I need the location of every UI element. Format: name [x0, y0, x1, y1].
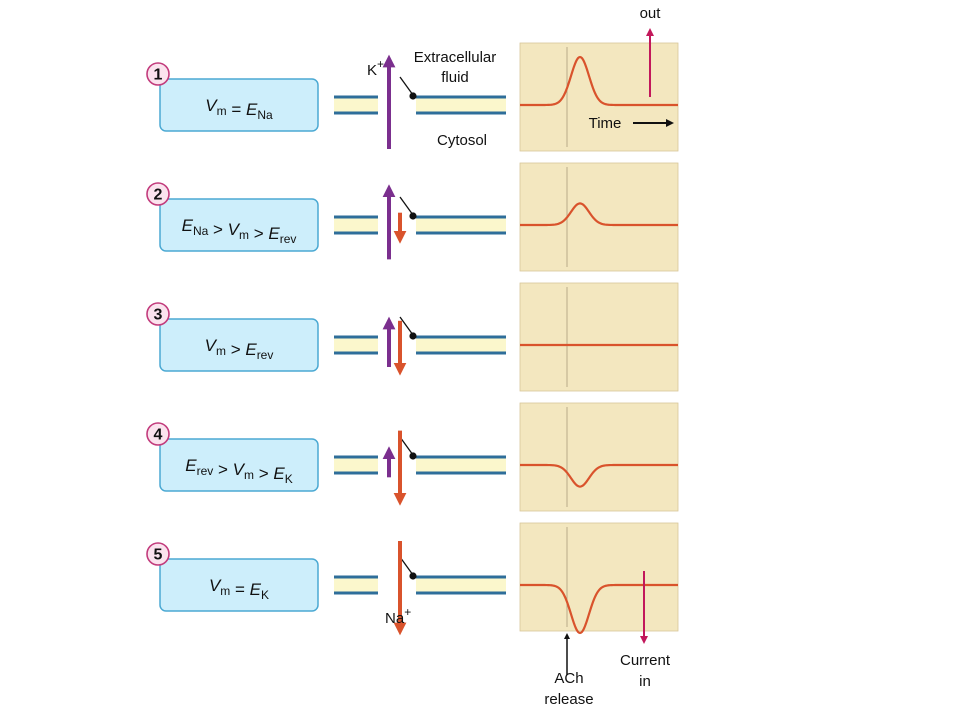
row-1: Vm = ENa 1 — [146, 42, 679, 152]
condition-text: Vm > Erev — [205, 336, 274, 362]
condition-box — [159, 438, 319, 492]
step-badge — [146, 542, 170, 566]
na-ion-label: Na+ — [385, 605, 411, 627]
step-number: 3 — [154, 307, 163, 324]
condition-text: Vm = ENa — [205, 96, 273, 122]
membrane-fill — [334, 97, 378, 113]
channel-gate-dot — [409, 452, 417, 460]
membrane-fill — [416, 217, 506, 233]
channel-gate — [399, 316, 414, 336]
current-in-label-line2: in — [639, 673, 651, 690]
channel-gate — [399, 76, 414, 96]
channel-gate-dot — [409, 92, 417, 100]
channel-gate-dot — [409, 212, 417, 220]
condition-text: Vm = EK — [209, 576, 269, 602]
current-trace — [520, 583, 678, 635]
current-trace-panel — [519, 282, 679, 392]
condition-text: ENa > Vm > Erev — [182, 216, 297, 246]
condition-box — [159, 558, 319, 612]
extracellular-label-line1: Extracellular — [414, 49, 497, 66]
membrane-fill — [334, 577, 378, 593]
row-2: ENa > Vm > Erev 2 — [146, 162, 679, 272]
membrane-fill — [334, 337, 378, 353]
step-number: 5 — [154, 547, 163, 564]
condition-text: Erev > Vm > EK — [185, 456, 292, 486]
row-4: Erev > Vm > EK 4 — [146, 402, 679, 512]
step-number: 2 — [154, 187, 163, 204]
membrane-fill — [416, 457, 506, 473]
extracellular-label-line2: fluid — [441, 69, 469, 86]
cytosol-label: Cytosol — [437, 132, 487, 149]
channel-gate — [399, 436, 414, 456]
time-label: Time — [589, 115, 622, 132]
current-trace — [520, 202, 678, 227]
current-trace-panel — [519, 402, 679, 512]
membrane-fill — [416, 337, 506, 353]
condition-box — [159, 318, 319, 372]
channel-gate-dot — [409, 572, 417, 580]
row-3: Vm > Erev 3 — [146, 282, 679, 392]
ach-label-line2: release — [544, 691, 593, 708]
current-trace-panel — [519, 42, 679, 152]
current-trace-panel — [519, 162, 679, 272]
out-label: out — [640, 5, 662, 22]
channel-gate — [399, 196, 414, 216]
ach-label-line1: ACh — [554, 670, 583, 687]
row-5: Vm = EK 5 — [146, 522, 679, 636]
condition-box — [159, 78, 319, 132]
membrane-fill — [416, 577, 506, 593]
current-trace — [520, 55, 678, 107]
membrane-fill — [416, 97, 506, 113]
annotations: K+ Extracellular fluid Cytosol Time out … — [367, 5, 674, 708]
channel-gate — [399, 556, 414, 576]
current-in-label-line1: Current — [620, 652, 671, 669]
channel-gate-dot — [409, 332, 417, 340]
step-number: 4 — [154, 427, 163, 444]
current-trace — [520, 463, 678, 488]
membrane-fill — [334, 457, 378, 473]
condition-box — [159, 198, 319, 252]
step-badge — [146, 302, 170, 326]
step-badge — [146, 62, 170, 86]
k-ion-label: K+ — [367, 57, 384, 79]
membrane-fill — [334, 217, 378, 233]
step-badge — [146, 182, 170, 206]
current-trace-panel — [519, 522, 679, 632]
step-number: 1 — [154, 67, 163, 84]
step-badge — [146, 422, 170, 446]
